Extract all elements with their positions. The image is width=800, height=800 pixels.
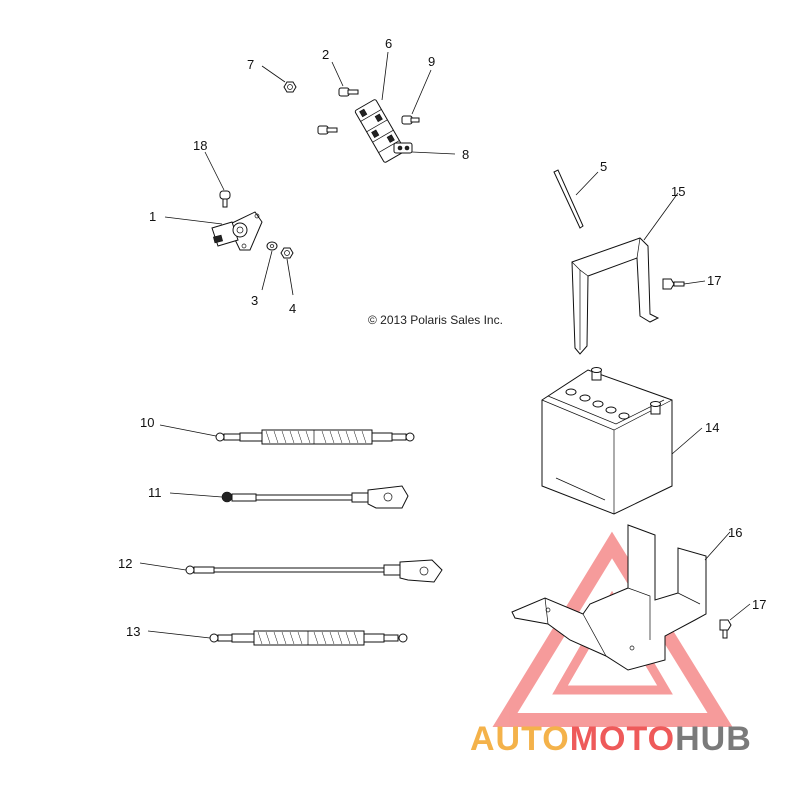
callout-6: 6 — [385, 36, 392, 51]
battery-strap — [553, 169, 584, 229]
watermark-hub: HUB — [675, 720, 752, 758]
bolt-upper — [662, 278, 685, 290]
callout-1: 1 — [149, 209, 156, 224]
callout-5: 5 — [600, 159, 607, 174]
callout-17-upper: 17 — [707, 273, 721, 288]
terminal-block-assembly — [283, 81, 420, 163]
cable-10 — [215, 429, 415, 445]
callout-2: 2 — [322, 47, 329, 62]
callout-12: 12 — [118, 556, 132, 571]
watermark-text: AUTOMOTOHUB — [470, 720, 752, 758]
battery — [541, 367, 673, 515]
cable-11 — [221, 485, 409, 509]
callout-10: 10 — [140, 415, 154, 430]
callout-8: 8 — [462, 147, 469, 162]
relay-assembly — [211, 190, 294, 259]
svg-text:AUTOMOTOHUB: AUTOMOTOHUB — [470, 720, 752, 758]
callout-labels: 1 2 3 4 5 6 7 8 9 10 11 12 13 14 15 16 1… — [118, 36, 766, 639]
callout-4: 4 — [289, 301, 296, 316]
callout-15: 15 — [671, 184, 685, 199]
copyright-notice: © 2013 Polaris Sales Inc. — [368, 313, 503, 327]
callout-18: 18 — [193, 138, 207, 153]
cable-12 — [185, 559, 443, 583]
battery-tray — [511, 524, 707, 671]
callout-13: 13 — [126, 624, 140, 639]
callout-3: 3 — [251, 293, 258, 308]
hold-down-bracket — [571, 237, 660, 355]
callout-9: 9 — [428, 54, 435, 69]
watermark-moto: MOTO — [570, 720, 675, 758]
callout-11: 11 — [148, 485, 162, 500]
callout-16: 16 — [728, 525, 742, 540]
watermark-auto: AUTO — [470, 720, 570, 758]
cable-13 — [209, 630, 408, 646]
callout-7: 7 — [247, 57, 254, 72]
leader-lines — [139, 51, 751, 639]
callout-17-lower: 17 — [752, 597, 766, 612]
callout-14: 14 — [705, 420, 719, 435]
bolt-lower — [719, 619, 732, 639]
